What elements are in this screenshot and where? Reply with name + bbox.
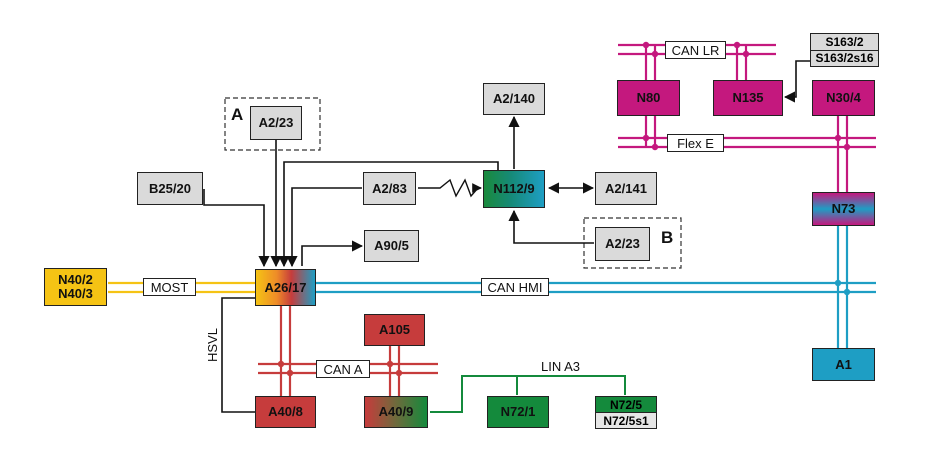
bus-label-hsvl: HSVL xyxy=(205,328,220,362)
module-label: N40/3 xyxy=(58,286,93,301)
module-a2-23-option-b[interactable]: A2/23 xyxy=(595,227,650,261)
module-label: A105 xyxy=(378,322,411,338)
flex-e-junctions xyxy=(642,134,851,151)
can-a-junctions xyxy=(277,360,403,377)
can-hmi-junctions xyxy=(834,279,851,296)
module-label: N40/2 xyxy=(58,272,93,288)
module-n73[interactable]: N73 xyxy=(812,192,875,226)
option-a-label: A xyxy=(231,105,244,124)
flex-e-bus xyxy=(618,116,876,192)
module-n72-1[interactable]: N72/1 xyxy=(487,396,549,428)
module-label: A90/5 xyxy=(374,238,409,254)
module-a40-9[interactable]: A40/9 xyxy=(364,396,428,428)
module-b25-20[interactable]: B25/20 xyxy=(137,172,203,205)
bus-label-can-lr: CAN LR xyxy=(665,41,726,59)
module-n72-5-group[interactable]: N72/5 N72/5s1 xyxy=(595,396,657,429)
module-a2-23-option-a[interactable]: A2/23 xyxy=(250,106,302,140)
module-label: N112/9 xyxy=(493,181,535,197)
module-n112-9[interactable]: N112/9 xyxy=(483,170,545,208)
module-n40-2-n40-3[interactable]: N40/2 N40/3 xyxy=(44,268,107,306)
module-n72-5: N72/5 xyxy=(596,397,656,413)
option-b-label: B xyxy=(661,228,674,247)
module-label: A26/17 xyxy=(264,279,307,295)
module-a105[interactable]: A105 xyxy=(364,314,425,346)
module-label: A2/23 xyxy=(258,115,294,131)
module-a1[interactable]: A1 xyxy=(812,348,875,381)
module-a2-141[interactable]: A2/141 xyxy=(595,172,657,205)
bus-label-most: MOST xyxy=(143,278,196,296)
module-label: A40/8 xyxy=(268,404,303,420)
wireless-link xyxy=(418,178,482,198)
module-label: A2/140 xyxy=(493,91,535,107)
module-a2-140[interactable]: A2/140 xyxy=(483,83,545,115)
module-n135[interactable]: N135 xyxy=(713,80,783,116)
module-a26-17[interactable]: A26/17 xyxy=(255,269,316,306)
module-label: N135 xyxy=(732,90,764,106)
module-label: A1 xyxy=(835,356,852,372)
module-label: A2/83 xyxy=(372,180,407,196)
module-label: N30/4 xyxy=(826,90,861,106)
module-a2-83[interactable]: A2/83 xyxy=(363,172,416,205)
module-n30-4[interactable]: N30/4 xyxy=(812,80,875,116)
bus-label-flex-e: Flex E xyxy=(667,134,724,152)
module-s163-2: S163/2 xyxy=(811,34,878,51)
can-lr-junctions xyxy=(642,41,750,58)
module-s163-group[interactable]: S163/2 S163/2s16 xyxy=(810,33,879,67)
can-hmi-bus xyxy=(316,226,876,348)
module-label: A2/23 xyxy=(605,236,640,252)
module-label: N80 xyxy=(636,90,661,106)
bus-label-lin-a3: LIN A3 xyxy=(541,359,581,374)
lin-a3-bus xyxy=(430,375,626,413)
bus-label-can-a: CAN A xyxy=(316,360,370,378)
bus-label-can-hmi: CAN HMI xyxy=(481,278,549,296)
module-label: N72/1 xyxy=(500,404,536,420)
module-s163-2s16: S163/2s16 xyxy=(815,51,874,66)
module-n72-5s1: N72/5s1 xyxy=(596,413,656,428)
module-a90-5[interactable]: A90/5 xyxy=(364,230,419,262)
module-label: A2/141 xyxy=(605,180,647,196)
module-label: B25/20 xyxy=(149,180,191,196)
module-label: N73 xyxy=(831,201,856,217)
module-label: A40/9 xyxy=(378,404,414,420)
option-a-frame xyxy=(224,97,321,151)
module-n80[interactable]: N80 xyxy=(617,80,680,116)
module-a40-8[interactable]: A40/8 xyxy=(255,396,316,428)
